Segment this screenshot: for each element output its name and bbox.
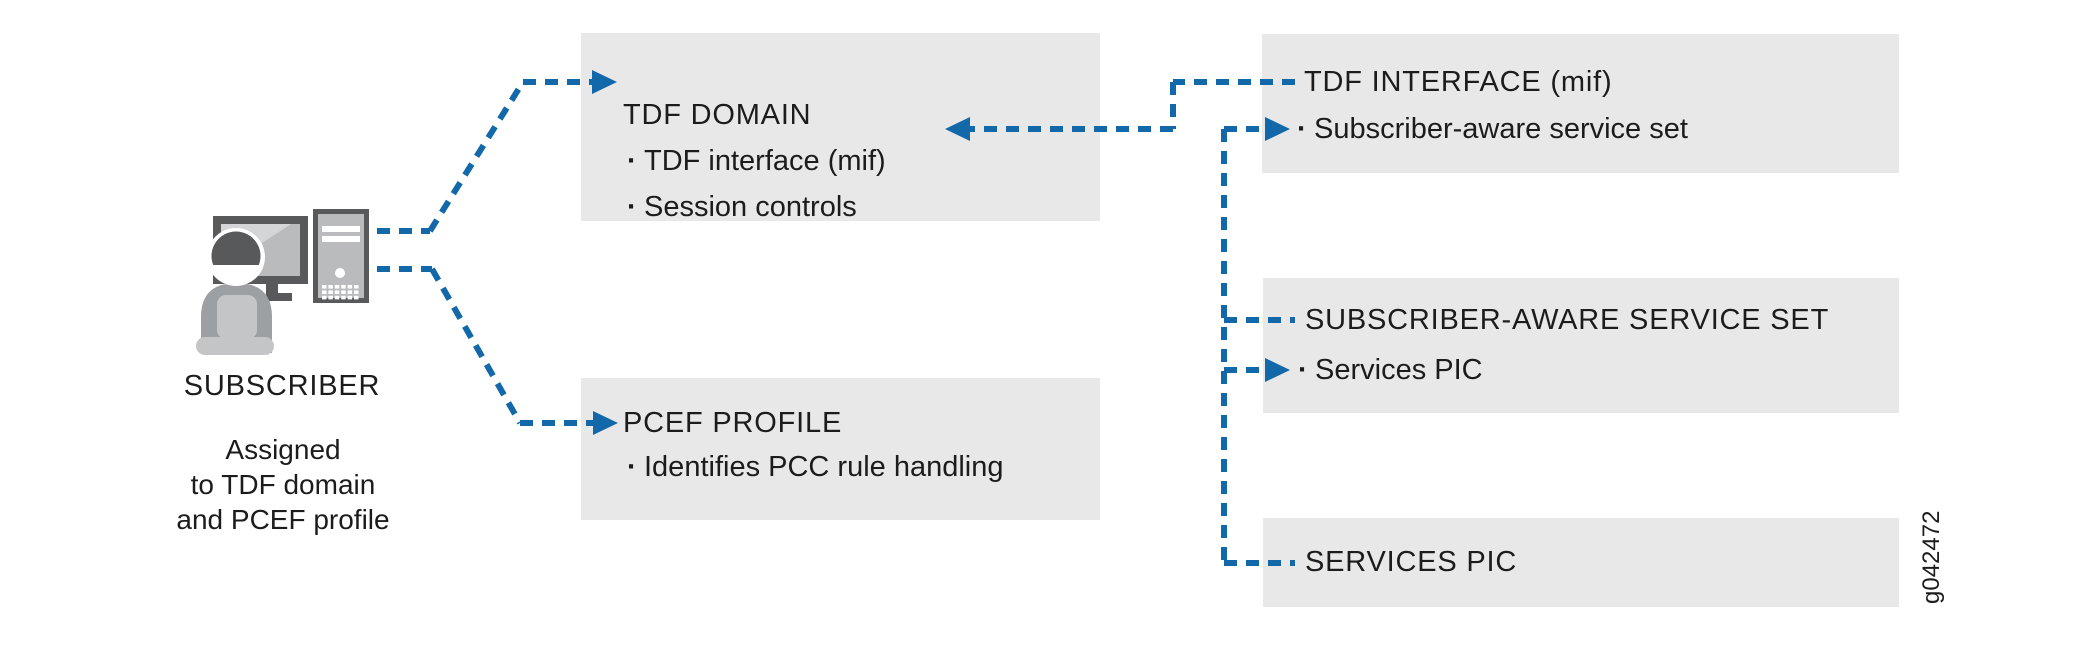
caption-line: Assigned bbox=[225, 434, 341, 465]
box-title: TDF INTERFACE (mif) bbox=[1304, 66, 1613, 98]
caption-line: and PCEF profile bbox=[176, 504, 390, 535]
bullet-dot: · bbox=[1298, 354, 1308, 386]
box-subscriber-aware-service-set: SUBSCRIBER-AWARE SERVICE SET ·Services P… bbox=[1263, 278, 1899, 413]
subscriber-caption: Assigned to TDF domain and PCEF profile bbox=[133, 432, 433, 537]
bullet-dot: · bbox=[627, 145, 637, 177]
caption-line: to TDF domain bbox=[190, 469, 376, 500]
bullet-item: ·Session controls bbox=[627, 192, 857, 222]
figure-id-watermark: g042472 bbox=[1918, 510, 1945, 604]
bullet-text: Session controls bbox=[644, 191, 857, 223]
box-title: TDF DOMAIN bbox=[623, 99, 812, 131]
bullet-dot: · bbox=[1297, 113, 1307, 145]
bullet-item: ·TDF interface (mif) bbox=[627, 146, 886, 176]
tower-vent-grid bbox=[322, 285, 359, 300]
monitor-icon bbox=[213, 216, 308, 301]
subscriber-label: SUBSCRIBER bbox=[183, 370, 381, 402]
bullet-item: ·Identifies PCC rule handling bbox=[627, 452, 1003, 482]
bullet-dot: · bbox=[627, 451, 637, 483]
box-tdf-domain: TDF DOMAIN ·TDF interface (mif) ·Session… bbox=[581, 33, 1100, 222]
box-services-pic: SERVICES PIC bbox=[1263, 518, 1899, 607]
bullet-text: TDF interface (mif) bbox=[644, 145, 886, 177]
computer-tower-icon bbox=[313, 209, 369, 303]
connector-diagonal-to-tdf-domain bbox=[427, 80, 526, 233]
box-title: SERVICES PIC bbox=[1305, 546, 1518, 578]
bullet-item: ·Services PIC bbox=[1298, 355, 1483, 385]
bullet-item: ·Subscriber-aware service set bbox=[1297, 114, 1688, 144]
box-pcef-profile: PCEF PROFILE ·Identifies PCC rule handli… bbox=[581, 378, 1100, 520]
box-tdf-interface: TDF INTERFACE (mif) ·Subscriber-aware se… bbox=[1262, 34, 1899, 173]
bullet-text: Services PIC bbox=[1315, 354, 1483, 386]
bullet-text: Identifies PCC rule handling bbox=[644, 451, 1004, 483]
person-icon bbox=[196, 228, 274, 355]
box-title: SUBSCRIBER-AWARE SERVICE SET bbox=[1305, 304, 1830, 336]
bullet-dot: · bbox=[627, 191, 637, 223]
connector-diagonal-to-pcef-profile bbox=[429, 267, 523, 425]
bullet-text: Subscriber-aware service set bbox=[1314, 113, 1688, 145]
box-title: PCEF PROFILE bbox=[623, 407, 843, 439]
